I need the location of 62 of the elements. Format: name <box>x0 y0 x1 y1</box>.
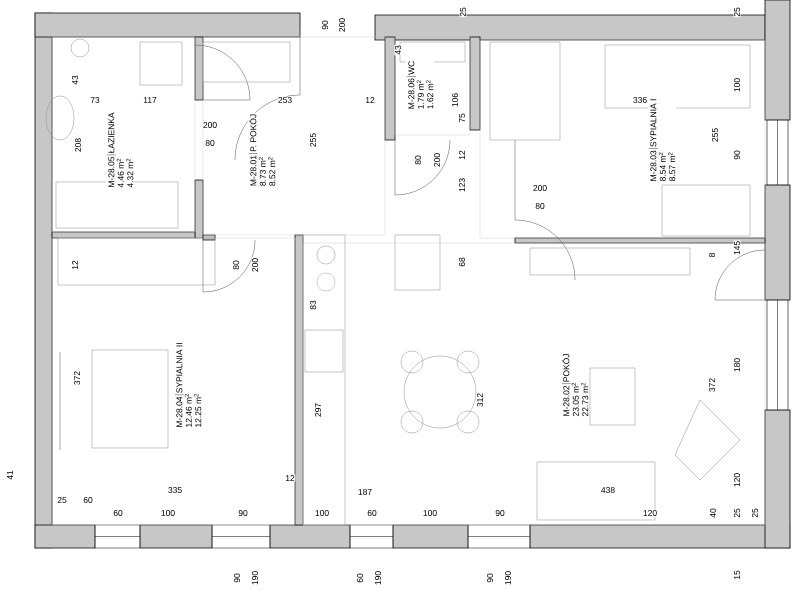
dimension-label: 180 <box>734 357 740 373</box>
dimension-label: 12 <box>458 150 466 160</box>
dimension-label: 25 <box>460 6 466 18</box>
dimension-label: 60 <box>366 510 378 516</box>
dimension-label: 120 <box>734 472 740 488</box>
dimension-label: 335 <box>167 486 183 494</box>
dimension-label: 40 <box>710 508 716 518</box>
dimension-label: 90 <box>234 572 240 584</box>
dimension-label: 312 <box>476 392 484 408</box>
dimension-label: 200 <box>532 184 548 192</box>
dimension-label: 25 <box>56 496 68 504</box>
dimension-label: 187 <box>357 488 373 496</box>
dimension-label: 12 <box>72 260 78 270</box>
dimension-label: 60 <box>356 572 364 584</box>
dimension-label: 100 <box>734 77 740 93</box>
dimension-label: 100 <box>314 510 330 516</box>
dimension-label: 200 <box>434 152 440 168</box>
dimension-label: 190 <box>374 570 382 586</box>
dimension-label: 100 <box>422 510 438 516</box>
dimension-label: 200 <box>252 257 258 273</box>
dimension-label: 372 <box>708 377 716 393</box>
dimension-label: 8 <box>708 252 716 258</box>
dimension-label: 120 <box>642 510 658 516</box>
dimension-label: 106 <box>452 92 458 108</box>
dimension-label: 336 <box>632 96 648 104</box>
dimension-label: 75 <box>458 112 466 124</box>
dimension-label: 60 <box>82 496 94 504</box>
dimension-label: 90 <box>494 510 506 516</box>
dimension-label: 255 <box>310 132 316 148</box>
dimension-label: 200 <box>202 122 218 128</box>
dimension-label: 80 <box>414 154 422 166</box>
dimension-label: 100 <box>160 510 176 516</box>
dimension-label: 372 <box>74 370 80 386</box>
dimension-label: 90 <box>238 510 248 516</box>
dimension-label: 68 <box>458 256 466 268</box>
dimension-label: 12 <box>364 96 376 104</box>
dimension-label: 190 <box>504 570 512 586</box>
dimension-label: 83 <box>310 300 316 310</box>
dimension-label: 73 <box>90 96 100 104</box>
dimension-label: 297 <box>314 402 322 418</box>
dimension-label: 123 <box>458 177 466 193</box>
dimension-label: 43 <box>394 44 402 56</box>
dimension-label: 255 <box>712 127 718 143</box>
dimension-label: 25 <box>734 6 740 18</box>
dimension-label: 25 <box>734 508 740 518</box>
dimension-label: 12 <box>284 474 296 482</box>
dimension-label: 15 <box>734 570 740 580</box>
dimension-label: 253 <box>277 96 293 104</box>
dimension-label: 80 <box>534 202 546 210</box>
dimension-label: 145 <box>734 240 740 256</box>
dimension-label: 438 <box>600 486 616 494</box>
dimension-label: 80 <box>232 260 240 270</box>
dimension-label: 117 <box>142 96 158 104</box>
dimension-label: 90 <box>486 572 494 584</box>
dimension-label: 90 <box>734 150 740 160</box>
dimension-label: 190 <box>252 570 258 586</box>
dimension-label: 41 <box>6 470 14 480</box>
dimension-label: 208 <box>74 137 82 153</box>
dimension-label: 43 <box>72 74 78 86</box>
dimension-label: 25 <box>752 508 758 518</box>
dimension-label: 80 <box>204 140 216 146</box>
dimension-label: 60 <box>112 510 124 516</box>
